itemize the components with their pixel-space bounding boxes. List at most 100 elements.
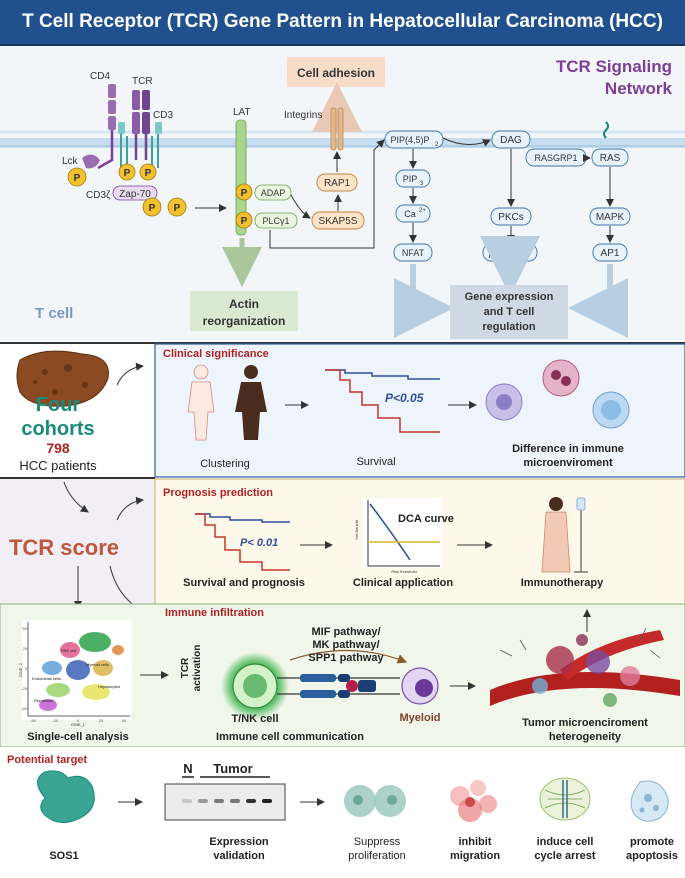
pathway-2: MK pathway/	[312, 639, 379, 651]
pathway-3: SPP1 pathway	[308, 652, 384, 664]
svg-text:p50: p50	[488, 248, 503, 258]
svg-text:Fibroblasts: Fibroblasts	[34, 698, 54, 703]
svg-text:tSNE_2: tSNE_2	[18, 662, 23, 677]
lat-label: LAT	[233, 107, 251, 118]
cohorts-panel: Four cohorts 798 HCC patients	[0, 344, 155, 477]
plcg1-label: PLCγ1	[262, 216, 289, 226]
svg-text:p65: p65	[515, 248, 530, 258]
tumor-line2: heterogeneity	[549, 731, 622, 743]
tcr-score-label: TCR score	[9, 535, 119, 560]
mapk-node: MAPK	[589, 207, 631, 226]
ca-node: Ca 2+	[395, 204, 431, 223]
dividing-cell-icon	[344, 785, 406, 817]
survival-label: Survival	[356, 456, 395, 468]
svg-text:Hepatocytes: Hepatocytes	[98, 684, 120, 689]
human-outline-icon	[187, 364, 215, 441]
survival-curve-1	[325, 369, 440, 433]
svg-text:P: P	[145, 168, 152, 179]
lat-icon	[235, 119, 247, 236]
actin-label-1: Actin	[229, 297, 259, 311]
cd3-label: CD3	[153, 110, 173, 121]
tcr-label: TCR	[132, 76, 153, 87]
lck-label: Lck	[62, 156, 79, 167]
ap1-node: AP1	[592, 243, 628, 262]
cd4-icon	[97, 84, 116, 170]
gene-expression-2: and T cell	[484, 306, 535, 318]
immunotherapy-label: Immunotherapy	[521, 577, 604, 589]
tcr-activation-2: activation	[192, 645, 203, 692]
single-cell-label: Single-cell analysis	[27, 731, 129, 743]
svg-text:50: 50	[23, 626, 28, 631]
sos1-protein-icon	[37, 770, 95, 823]
svg-text:-50: -50	[21, 706, 28, 711]
signaling-heading-2: Network	[605, 79, 673, 98]
pip45p2-node: PIP(4,5)P 2	[384, 130, 444, 149]
zap70-box	[112, 185, 158, 201]
zap70-label: Zap-70	[119, 189, 151, 200]
prognosis-heading: Prognosis prediction	[163, 487, 273, 499]
human-dark-icon	[235, 365, 267, 440]
svg-text:-50: -50	[30, 718, 37, 723]
clinical-pvalue: P<0.05	[385, 391, 424, 405]
dca-label: DCA curve	[398, 513, 454, 525]
receptor-ligand-icon	[277, 674, 400, 698]
pkcs-node: PKCs	[490, 207, 532, 226]
apoptosis-line1: promote	[630, 836, 674, 848]
svg-text:-25: -25	[52, 718, 59, 723]
tnk-label: T/NK cell	[231, 713, 278, 725]
cohorts-count: 798	[46, 440, 70, 456]
inhibit-line2: migration	[450, 850, 500, 862]
cycle-line1: induce cell	[537, 836, 594, 848]
clinical-application-label: Clinical application	[353, 577, 454, 589]
cell-adhesion-label: Cell adhesion	[297, 66, 375, 80]
rap1-label: RAP1	[324, 178, 351, 189]
suppress-line1: Suppress	[354, 836, 401, 848]
signaling-heading-1: TCR Signaling	[556, 57, 672, 76]
skap5s-node	[311, 211, 365, 230]
liver-icon	[16, 350, 109, 407]
sos1-label: SOS1	[49, 850, 78, 862]
dca-y-label: Net Benefit	[354, 519, 359, 540]
migration-cell-icon	[450, 780, 497, 822]
cd3-icon	[118, 122, 162, 168]
ras-node: RAS	[591, 121, 629, 167]
dag-node: DAG	[491, 130, 531, 149]
svg-text:NFAT: NFAT	[402, 248, 425, 258]
svg-text:25: 25	[23, 646, 28, 651]
target-heading: Potential target	[7, 754, 87, 766]
patient-iv-icon	[541, 497, 588, 573]
blot-tumor-label: Tumor	[213, 761, 252, 776]
tcr-icon	[132, 90, 150, 160]
t-cell-label: T cell	[35, 305, 73, 322]
svg-text:PKCs: PKCs	[498, 212, 524, 223]
phospho-icons-receptor: P P P P P	[67, 163, 187, 217]
svg-text:PIP(4,5)P: PIP(4,5)P	[390, 135, 429, 145]
svg-text:P: P	[241, 188, 248, 199]
cohorts-line2: cohorts	[21, 418, 94, 440]
dca-curve-chart	[362, 498, 442, 568]
skap5s-label: SKAP5S	[319, 216, 358, 227]
integrins-icon	[330, 107, 344, 151]
clinical-heading: Clinical significance	[163, 348, 269, 360]
svg-text:RASGRP1: RASGRP1	[534, 153, 577, 163]
expression-line1: Expression	[209, 836, 269, 848]
nfat-node: NFAT	[393, 243, 433, 262]
gene-expression-3: regulation	[482, 321, 535, 333]
svg-text:Myeloid cells: Myeloid cells	[86, 662, 109, 667]
western-blot-icon	[164, 783, 286, 821]
blot-n-label: N	[183, 761, 192, 776]
target-panel: Potential target SOS1 N Tumor Expression…	[0, 747, 685, 878]
svg-text:AP1: AP1	[601, 248, 620, 259]
pathway-1: MIF pathway/	[311, 626, 380, 638]
svg-text:Endothelial cells: Endothelial cells	[32, 676, 61, 681]
svg-text:0: 0	[25, 666, 28, 671]
cohorts-patients: HCC patients	[19, 458, 97, 473]
integrins-label: Integrins	[284, 110, 322, 121]
adap-label: ADAP	[261, 188, 286, 198]
gene-expression-1: Gene expression	[465, 291, 554, 303]
svg-text:25: 25	[99, 718, 104, 723]
cycle-line2: cycle arrest	[534, 850, 595, 862]
svg-text:50: 50	[122, 718, 127, 723]
clinical-panel: Clinical significance Clustering P<0.05 …	[154, 343, 685, 478]
svg-text:tSNE_1: tSNE_1	[71, 722, 86, 727]
